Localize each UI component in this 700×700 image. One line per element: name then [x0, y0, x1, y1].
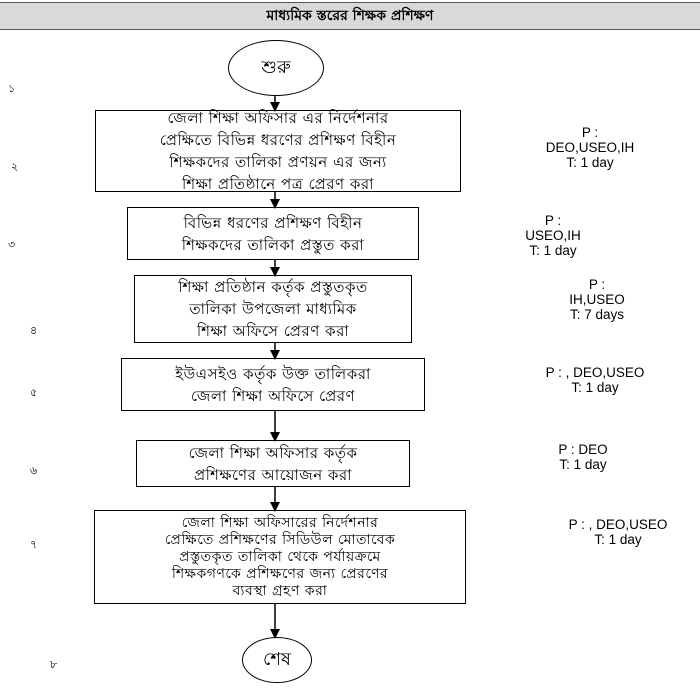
step-3-responsibility: P : USEO,IH T: 1 day: [525, 213, 581, 258]
step-4-box: শিক্ষা প্রতিষ্ঠান কর্তৃক প্রস্তুতকৃত তাল…: [134, 275, 412, 343]
step-5-responsibility: P : , DEO,USEO T: 1 day: [545, 365, 645, 395]
end-label: শেষ: [263, 648, 291, 670]
start-node: শুরু: [228, 40, 324, 96]
end-node: শেষ: [242, 637, 312, 683]
step-6-text: জেলা শিক্ষা অফিসার কর্তৃক প্রশিক্ষণের আয…: [188, 443, 358, 484]
step-6-responsibility: P : DEO T: 1 day: [558, 442, 608, 472]
step-4-responsibility: P : IH,USEO T: 7 days: [569, 277, 625, 322]
step-5-number: ৫: [30, 386, 38, 399]
step-7-number: ৭: [30, 538, 38, 551]
step-7-responsibility: P : , DEO,USEO T: 1 day: [568, 517, 668, 547]
step-4-text: শিক্ষা প্রতিষ্ঠান কর্তৃক প্রস্তুতকৃত তাল…: [178, 278, 368, 340]
step-5-text: ইউএসইও কর্তৃক উক্ত তালিকরা জেলা শিক্ষা অ…: [175, 364, 371, 405]
step-4-number: ৪: [30, 324, 38, 337]
step-2-number: ২: [11, 160, 19, 173]
step-6-box: জেলা শিক্ষা অফিসার কর্তৃক প্রশিক্ষণের আয…: [136, 440, 410, 487]
step-8-number: ৮: [50, 658, 58, 671]
step-7-text: জেলা শিক্ষা অফিসারের নির্দেশনার প্রেক্ষি…: [164, 514, 396, 599]
step-2-box: জেলা শিক্ষা অফিসার এর নির্দেশনার প্রেক্ষ…: [95, 109, 461, 193]
step-6-number: ৬: [30, 464, 38, 477]
step-3-box: বিভিন্ন ধরণের প্রশিক্ষণ বিহীন শিক্ষকদের …: [127, 207, 419, 260]
step-5-box: ইউএসইও কর্তৃক উক্ত তালিকরা জেলা শিক্ষা অ…: [121, 358, 425, 411]
step-3-text: বিভিন্ন ধরণের প্রশিক্ষণ বিহীন শিক্ষকদের …: [181, 213, 365, 254]
step-1-number: ১: [8, 82, 16, 95]
step-2-responsibility: P : DEO,USEO,IH T: 1 day: [545, 125, 635, 170]
step-2-text: জেলা শিক্ষা অফিসার এর নির্দেশনার প্রেক্ষ…: [159, 109, 397, 193]
page-title: মাধ্যমিক স্তরের শিক্ষক প্রশিক্ষণ: [0, 2, 700, 30]
step-7-box: জেলা শিক্ষা অফিসারের নির্দেশনার প্রেক্ষি…: [94, 510, 466, 604]
start-label: শুরু: [261, 56, 291, 78]
step-3-number: ৩: [8, 238, 16, 251]
